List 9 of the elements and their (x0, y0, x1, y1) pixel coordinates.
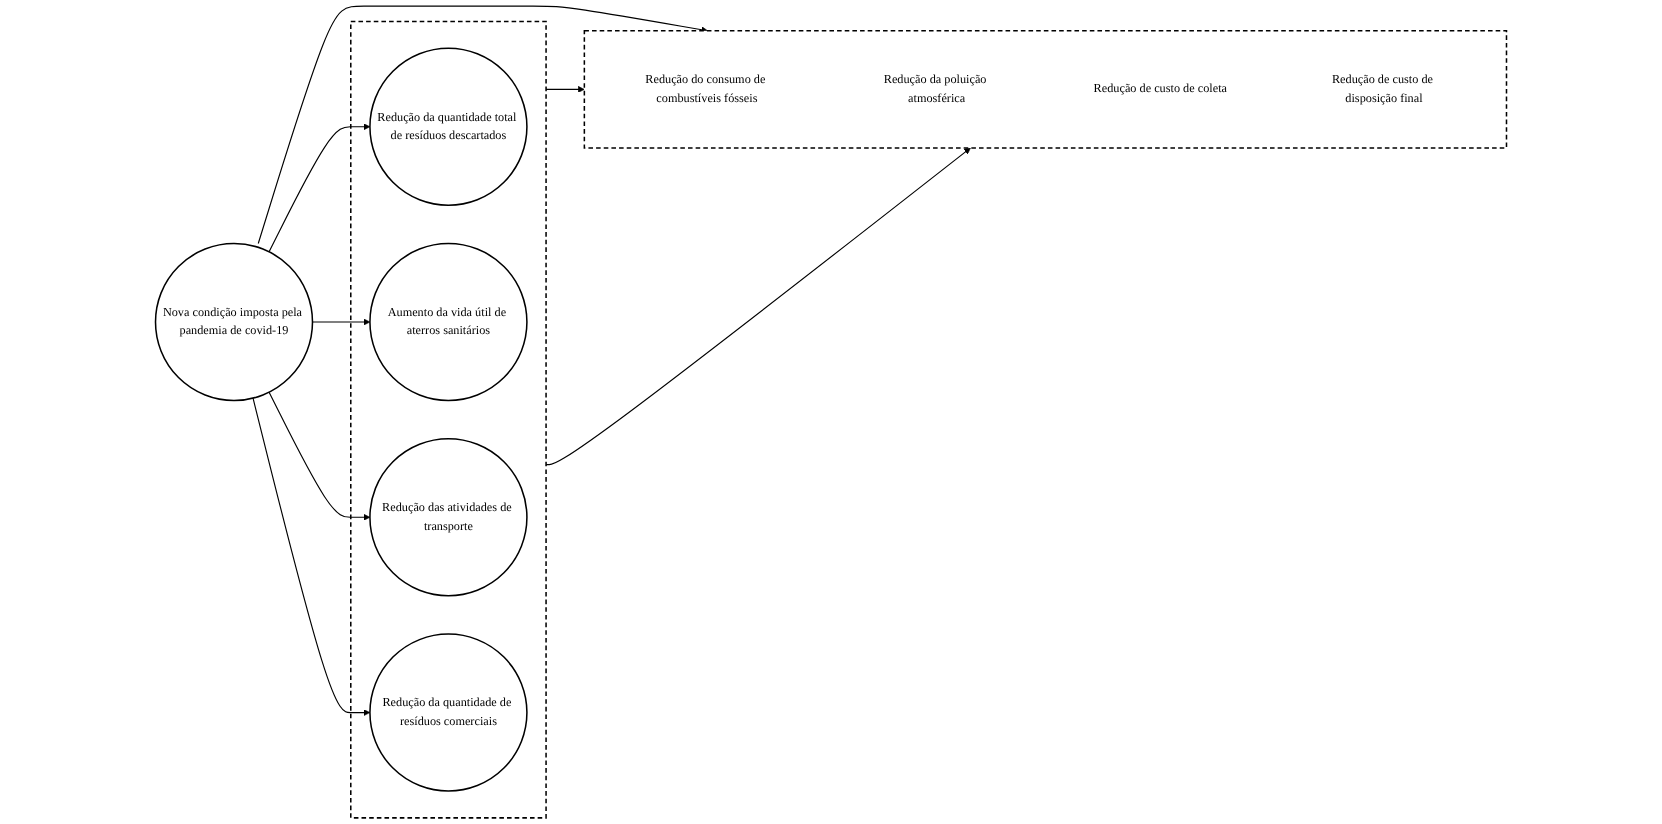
arrow (257, 5, 708, 245)
cluster (350, 20, 547, 819)
arrow (545, 147, 971, 466)
arrow (268, 123, 371, 253)
arrow (268, 391, 371, 521)
arrow (311, 318, 371, 326)
arrow (252, 397, 371, 716)
cluster (583, 30, 1508, 149)
arrow (545, 86, 585, 93)
